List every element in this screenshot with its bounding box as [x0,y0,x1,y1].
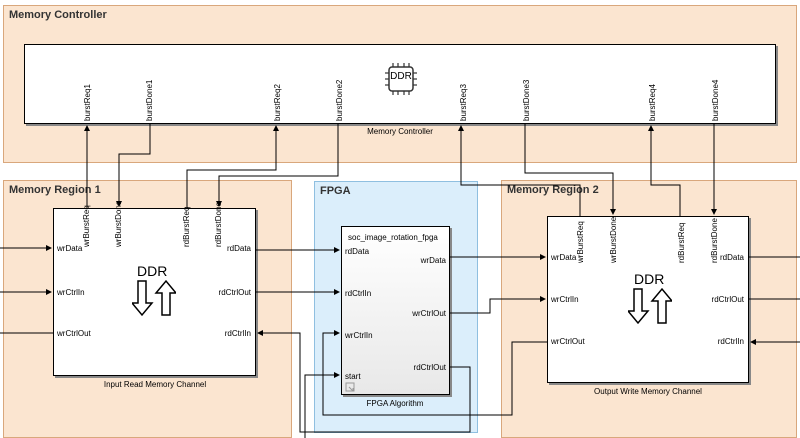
wire-burstreq2[interactable] [186,125,279,208]
wire-burstreq4[interactable] [648,125,681,216]
fpga-port-rdctrlin: rdCtrlIn [345,289,372,298]
ch2-port-rddata: rdData [719,253,744,262]
wire-burstdone2[interactable] [216,124,339,207]
wire-burstdone1[interactable] [116,124,151,207]
fpga-port-start: start [345,372,361,381]
wire-fpga-rdctrlout-to-rdctrlin[interactable] [257,330,471,433]
hdl-link-icon [345,382,355,392]
wire-burstreq3[interactable] [458,125,581,216]
ch1-ddr-label: DDR [137,263,168,279]
wire-fpga-wrctrlout[interactable] [450,296,546,314]
ch1-port-wrctrlout: wrCtrlOut [57,329,91,338]
wire-start[interactable] [304,372,340,438]
fpga-block-title: soc_image_rotation_fpga [348,233,438,242]
ch1-port-wrctrlin: wrCtrlIn [57,288,85,297]
output-write-memory-channel-block[interactable]: wrBurstReq wrBurstDone rdBurstReq rdBurs… [547,216,749,383]
ch1-port-rdctrlin: rdCtrlIn [224,329,251,338]
ch2-port-rdctrlout: rdCtrlOut [711,295,744,304]
ddr-chip-label: DDR [390,71,412,82]
fpga-caption: FPGA Algorithm [366,399,424,408]
fpga-port-wrctrlout: wrCtrlOut [412,309,446,318]
ch2-port-wrdata: wrData [551,253,577,262]
ch2-port-wrctrlin: wrCtrlIn [551,295,579,304]
memory-controller-block[interactable]: DDR burstReq1 burstDone1 burstReq2 burst… [24,44,776,124]
input-read-memory-channel-block[interactable]: wrBurstReq wrBurstDone rdBurstReq rdBurs… [53,201,256,376]
memory-controller-caption: Memory Controller [367,127,433,136]
fpga-port-wrctrlin: wrCtrlIn [345,331,373,340]
wire-burstdone3[interactable] [524,124,616,215]
fpga-port-rddata: rdData [345,247,370,256]
memory-region-2-title: Memory Region 2 [507,184,599,196]
fpga-port-rdctrlout: rdCtrlOut [413,363,446,372]
ch2-ddr-label: DDR [634,271,665,287]
memory-region-1-title: Memory Region 1 [9,184,101,196]
ddr-chip-icon [385,63,417,95]
memory-controller-area-title: Memory Controller [9,9,107,21]
ch1-port-rdctrlout: rdCtrlOut [218,288,251,297]
ch2-read-write-arrows-icon [628,287,672,325]
ch2-port-rdctrlin: rdCtrlIn [717,337,744,346]
fpga-port-wrdata: wrData [420,256,446,265]
ch1-read-write-arrows-icon [132,279,176,317]
ch1-port-wrdata: wrData [57,244,83,253]
wire-wrctrlout-to-fpga[interactable] [322,330,547,416]
ch2-port-wrctrlout: wrCtrlOut [551,337,585,346]
input-channel-caption: Input Read Memory Channel [103,380,207,389]
fpga-algorithm-block[interactable]: soc_image_rotation_fpga rdData rdCtrlIn … [341,226,450,395]
output-channel-caption: Output Write Memory Channel [594,387,702,396]
fpga-area-title: FPGA [320,185,351,197]
ch1-port-rddata: rdData [226,244,251,253]
